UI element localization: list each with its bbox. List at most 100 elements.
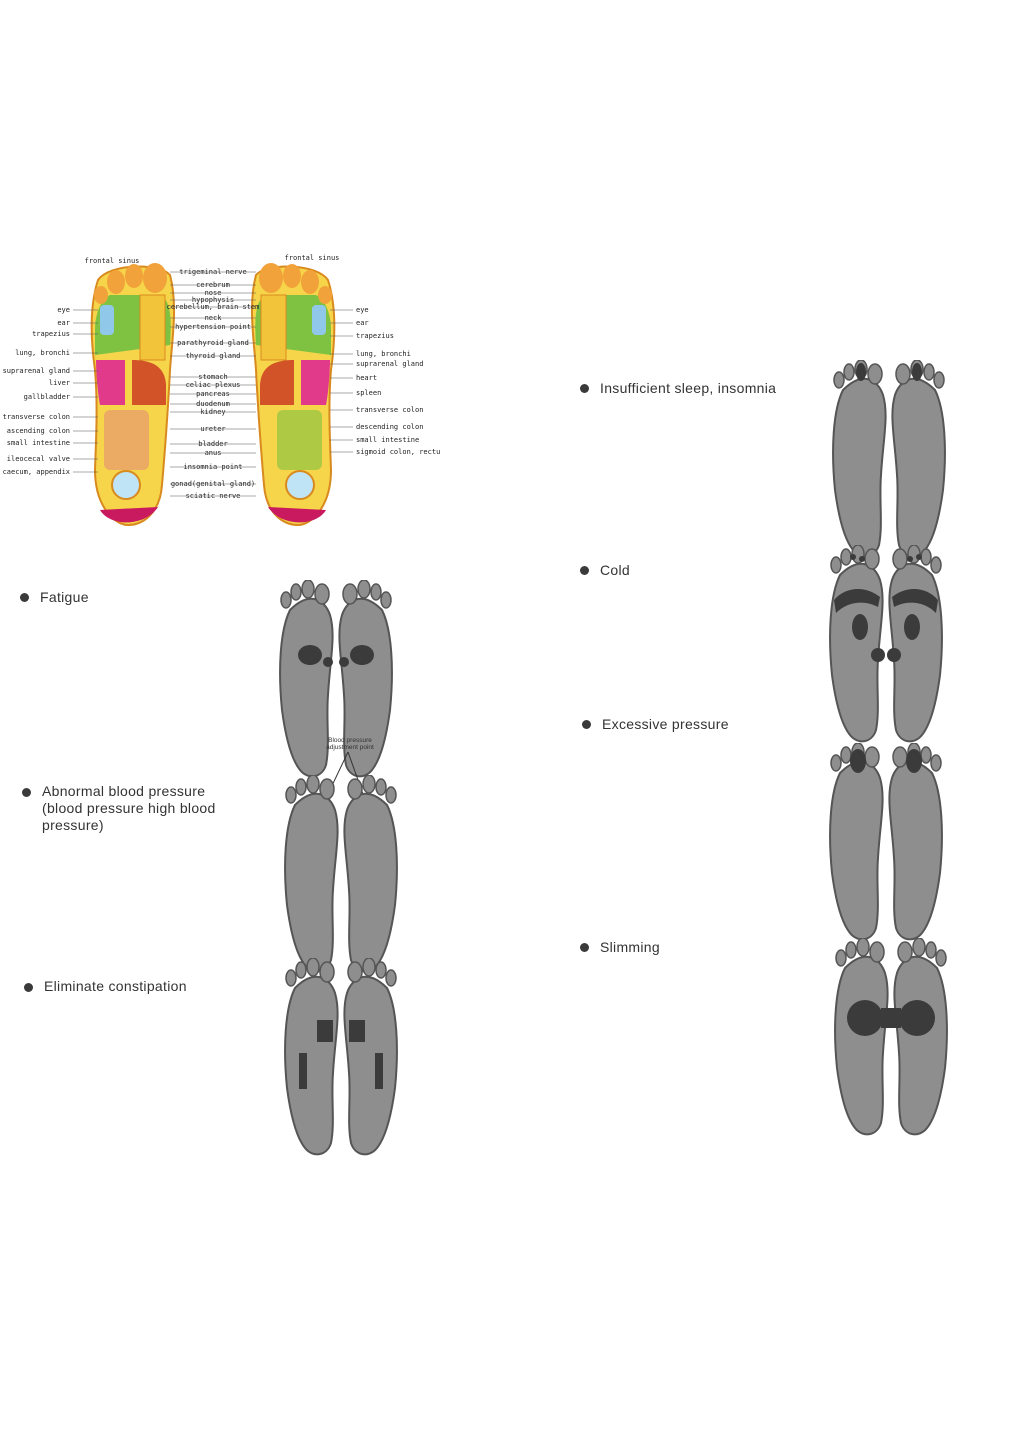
toe-3: [319, 961, 335, 983]
reflex-spot: [298, 645, 322, 665]
toe-0: [285, 786, 297, 804]
toe-3: [319, 778, 335, 800]
toe-0: [830, 556, 842, 574]
reflex-spot: [887, 648, 901, 662]
reflex-spot: [912, 363, 922, 381]
bullet-icon: [580, 384, 589, 393]
toe-3: [864, 746, 880, 768]
right-sole: [343, 958, 398, 1156]
sole-pair-diagram: [834, 938, 948, 1136]
reflex-spot: [904, 614, 920, 640]
toe-0: [935, 949, 947, 967]
reflex-spot: [871, 648, 885, 662]
reflex-spot: [850, 554, 856, 560]
right-sole: [343, 775, 398, 973]
left-label-3: lung, bronchi: [15, 349, 70, 357]
reflex-spot: [916, 554, 922, 560]
condition-title: Eliminate constipation: [44, 978, 187, 994]
right-label-0: frontal sinus: [285, 254, 340, 262]
toe-3: [892, 746, 908, 768]
reflex-spot: [834, 589, 880, 613]
left-sole: [834, 938, 891, 1136]
sole-outline: [284, 975, 339, 1156]
left-sole: [279, 580, 334, 778]
toe-2: [362, 958, 376, 977]
toe-3: [864, 548, 880, 570]
toe-1: [843, 363, 855, 381]
left-sole: [832, 360, 887, 558]
toe-1: [840, 548, 852, 566]
bullet-icon: [20, 593, 29, 602]
condition-title: Abnormal blood pressure (blood pressure …: [42, 783, 216, 833]
toe-3: [347, 961, 363, 983]
right-label-11: sigmoid colon, rectum: [356, 448, 440, 456]
condition-title: Insufficient sleep, insomnia: [600, 380, 777, 396]
reflex-spot: [350, 645, 374, 665]
left-foot-chart: [90, 263, 176, 526]
toe-0: [835, 949, 847, 967]
reflex-spot: [852, 614, 868, 640]
left-label-10: ileocecal valve: [7, 455, 70, 463]
toe-1: [925, 941, 937, 959]
bullet-icon: [582, 720, 591, 729]
toe-3: [314, 583, 330, 605]
reflex-spot: [899, 1000, 935, 1036]
reflex-spot: [892, 589, 938, 613]
left-label-5: liver: [49, 379, 70, 387]
reflex-spot: [856, 363, 866, 381]
bullet-icon: [24, 983, 33, 992]
reflex-spot: [891, 1008, 901, 1028]
left-label-1: ear: [57, 319, 70, 327]
condition-title: Fatigue: [40, 589, 89, 605]
bullet-icon: [580, 566, 589, 575]
right-label-10: small intestine: [356, 436, 419, 444]
sole-pair-diagram: [279, 580, 393, 778]
reflex-spot: [850, 749, 866, 773]
toe-2: [301, 580, 315, 599]
right-label-3: trapezius: [356, 332, 394, 340]
toe-0: [933, 371, 945, 389]
right-foot-chart: [250, 263, 336, 526]
toe-1: [845, 941, 857, 959]
toe-2: [306, 958, 320, 977]
bullet-icon: [580, 943, 589, 952]
toe-0: [833, 371, 845, 389]
toe-2: [357, 580, 371, 599]
right-sole: [338, 580, 393, 778]
sole-outline: [284, 792, 339, 973]
right-label-4: lung, bronchi: [356, 350, 411, 358]
toe-2: [856, 938, 870, 957]
toe-2: [306, 775, 320, 794]
toe-1: [920, 548, 932, 566]
toe-3: [897, 941, 913, 963]
sole-pair-diagram: [829, 545, 943, 743]
right-label-7: spleen: [356, 389, 381, 397]
reflex-spot: [859, 556, 865, 562]
bullet-icon: [22, 788, 31, 797]
right-sole: [891, 360, 946, 558]
toe-1: [290, 583, 302, 601]
sole-outline: [832, 377, 887, 558]
sole-outline: [829, 760, 884, 941]
left-sole: [829, 743, 884, 941]
toe-1: [375, 778, 387, 796]
toe-3: [867, 363, 883, 385]
toe-1: [923, 363, 935, 381]
sole-outline: [338, 597, 393, 778]
sole-pair-diagram: [829, 743, 943, 941]
sole-pair-diagram: [832, 360, 946, 558]
right-label-6: heart: [356, 374, 377, 382]
toe-1: [920, 746, 932, 764]
sole-outline: [834, 955, 889, 1136]
toe-3: [892, 548, 908, 570]
toe-1: [295, 961, 307, 979]
sole-outline: [829, 562, 884, 743]
condition-title: Excessive pressure: [602, 716, 729, 732]
toe-1: [370, 583, 382, 601]
toe-0: [385, 786, 397, 804]
toe-0: [830, 754, 842, 772]
toe-2: [362, 775, 376, 794]
right-sole: [891, 938, 948, 1136]
